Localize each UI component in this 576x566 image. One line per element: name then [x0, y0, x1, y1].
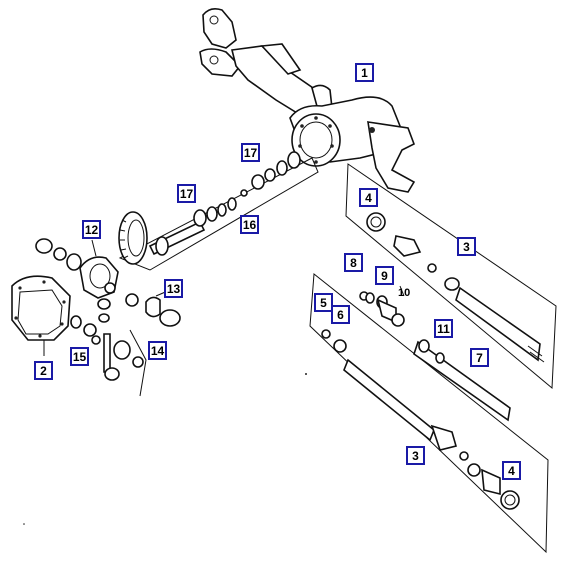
callout-pinion-17-upper: 17 — [241, 143, 260, 162]
callout-pinion-17-lower: 17 — [177, 184, 196, 203]
label-part-10: 10 — [398, 287, 411, 299]
callout-right-seal: 4 — [359, 188, 378, 207]
left-axle-panel — [309, 273, 549, 554]
callout-part-8: 8 — [344, 253, 363, 272]
callout-part-11: 11 — [434, 319, 453, 338]
callout-part-9: 9 — [375, 266, 394, 285]
callout-part-6: 6 — [331, 305, 350, 324]
callout-gear-14: 14 — [148, 341, 167, 360]
axle-housing-drawing — [199, 8, 416, 193]
callout-shaft-7: 7 — [470, 348, 489, 367]
callout-differential-cover: 2 — [34, 361, 53, 380]
callout-bearing-16: 16 — [240, 215, 259, 234]
callout-pinion-13: 13 — [164, 279, 183, 298]
callout-differential-case: 12 — [82, 220, 101, 239]
callout-axle-housing: 1 — [355, 63, 374, 82]
callout-right-axle-shaft: 3 — [457, 237, 476, 256]
callout-left-seal: 4 — [502, 461, 521, 480]
callout-left-axle-shaft: 3 — [406, 446, 425, 465]
differential-case-drawing — [35, 238, 181, 397]
callout-pin-15: 15 — [70, 347, 89, 366]
pinion-assembly-drawing — [118, 151, 319, 271]
callout-part-5: 5 — [314, 293, 333, 312]
differential-cover-drawing — [11, 275, 71, 356]
small-parts-drawing — [359, 285, 405, 327]
right-axle-panel — [345, 163, 557, 390]
